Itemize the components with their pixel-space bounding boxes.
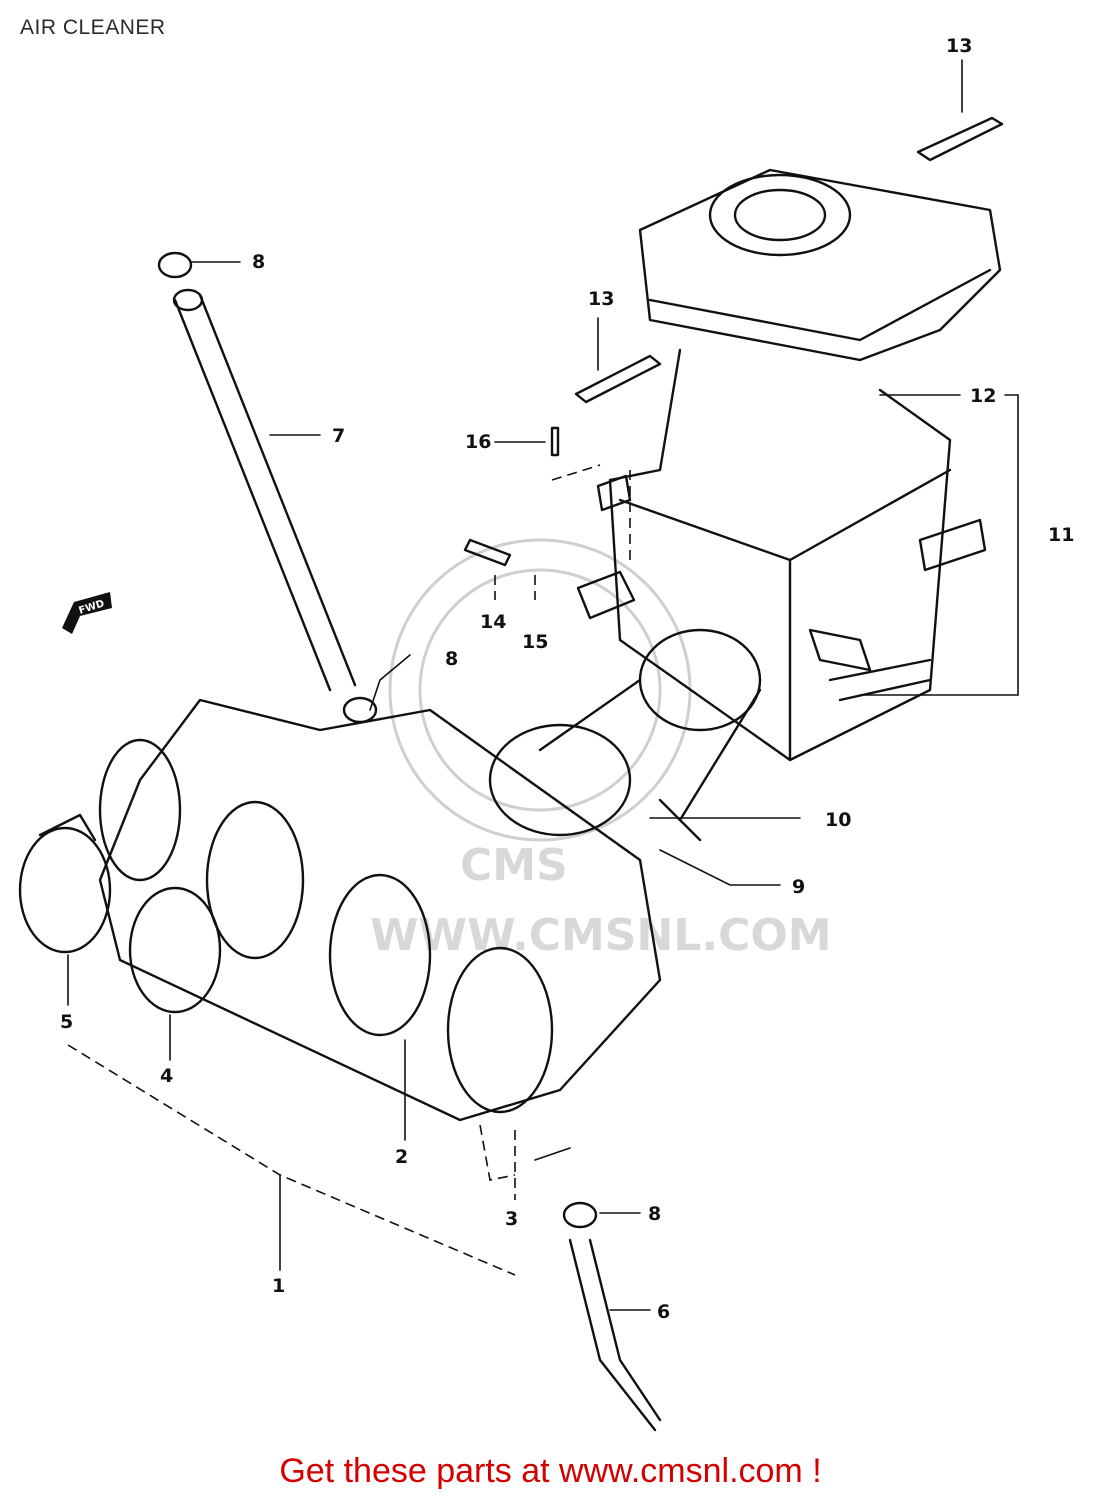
part-13-clip-top [916,59,1004,162]
label-10: 10 [825,809,851,831]
part-8-clamp-mid [342,696,378,724]
label-12: 12 [970,385,996,407]
label-15: 15 [522,631,548,653]
label-3: 3 [505,1208,518,1230]
label-8-top: 8 [252,251,265,273]
intake-port-2 [205,800,305,960]
label-16: 16 [465,431,491,453]
label-8-bottom: 8 [648,1203,661,1225]
part-9-intake-duct [488,628,762,842]
part-6-drain-hose [568,1238,662,1432]
filter-box-body [576,348,987,762]
cmsnl-footer-link[interactable]: Get these parts at www.cmsnl.com ! [279,1452,822,1490]
cmsnl-watermark: CMS WWW.CMSNL.COM [370,538,832,961]
forward-arrow-icon: FWD [62,592,112,634]
part-5-clamp [18,813,112,954]
label-6: 6 [657,1301,670,1323]
page-title: AIR CLEANER [20,16,166,39]
watermark-logo: CMS [460,840,568,891]
part-13-clip-side [574,317,662,404]
label-5: 5 [60,1011,73,1033]
label-14: 14 [480,611,506,633]
part-8-clamp-top [157,251,193,279]
intake-port-4 [446,946,554,1114]
intake-port-3 [328,873,432,1037]
label-11: 11 [1048,524,1074,546]
label-1: 1 [272,1275,285,1297]
part-14-pin [463,538,512,567]
label-7: 7 [332,425,345,447]
part-7-breather-hose [172,288,357,692]
label-4: 4 [160,1065,173,1087]
label-8-mid: 8 [445,648,458,670]
label-9: 9 [792,876,805,898]
part-16-screw [550,426,560,457]
label-13-side: 13 [588,288,614,310]
label-13-top: 13 [946,35,972,57]
label-2: 2 [395,1146,408,1168]
part-8-clamp-bottom [562,1201,598,1229]
filter-box-cover [638,168,1002,362]
part-1-air-cleaner-housing [98,698,662,1122]
intake-port-1 [98,738,182,882]
watermark-url: WWW.CMSNL.COM [370,910,832,961]
part-4-ring [128,886,222,1014]
leader-lines [67,261,1019,1311]
